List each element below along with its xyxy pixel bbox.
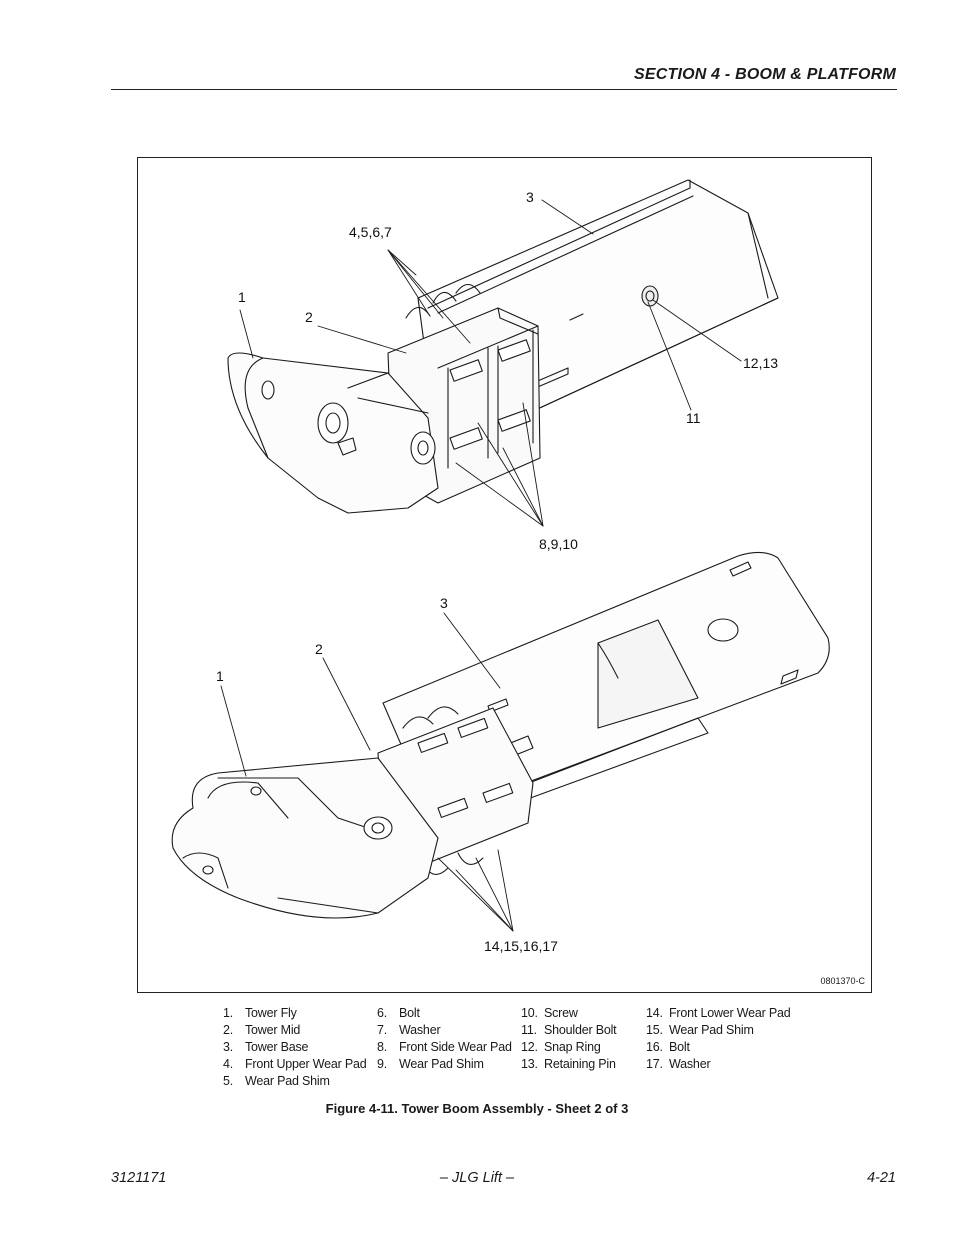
bottom-assembly-view xyxy=(171,551,830,932)
callout-lower-wear-pad: 14,15,16,17 xyxy=(484,938,558,954)
legend-item: 7.Washer xyxy=(377,1023,441,1037)
legend-item: 1.Tower Fly xyxy=(223,1006,297,1020)
section-title: SECTION 4 - BOOM & PLATFORM xyxy=(634,66,896,83)
callout-upper-wear-pad: 4,5,6,7 xyxy=(349,224,392,240)
callout-tower-fly-bottom: 1 xyxy=(216,668,224,684)
legend-item: 2.Tower Mid xyxy=(223,1023,301,1037)
boom-assembly-drawing xyxy=(171,179,830,932)
legend-item: 11.Shoulder Bolt xyxy=(521,1023,617,1037)
callout-side-wear-pad: 8,9,10 xyxy=(539,536,578,552)
legend-item: 16.Bolt xyxy=(646,1040,690,1054)
legend-item: 12.Snap Ring xyxy=(521,1040,601,1054)
legend-item: 17.Washer xyxy=(646,1057,711,1071)
footer-doc-number: 3121171 xyxy=(111,1170,167,1186)
callout-tower-mid-top: 2 xyxy=(305,309,313,325)
header-rule xyxy=(111,89,897,90)
figure-caption: Figure 4-11. Tower Boom Assembly - Sheet… xyxy=(325,1101,629,1116)
legend-item: 8.Front Side Wear Pad xyxy=(377,1040,512,1054)
legend-item: 6.Bolt xyxy=(377,1006,420,1020)
legend-item: 4.Front Upper Wear Pad xyxy=(223,1057,367,1071)
callout-snap-ring: 12,13 xyxy=(743,355,779,371)
callout-tower-mid-bottom: 2 xyxy=(315,641,323,657)
legend-item: 9.Wear Pad Shim xyxy=(377,1057,484,1071)
legend-item: 3.Tower Base xyxy=(223,1040,309,1054)
legend-item: 14.Front Lower Wear Pad xyxy=(646,1006,791,1020)
footer-brand: – JLG Lift – xyxy=(439,1170,515,1186)
legend-col-1: 1.Tower Fly 2.Tower Mid 3.Tower Base 4.F… xyxy=(223,1005,367,1090)
callout-tower-base-bottom: 3 xyxy=(440,595,448,611)
legend-item: 10.Screw xyxy=(521,1006,578,1020)
legend-col-2: 6.Bolt 7.Washer 8.Front Side Wear Pad 9.… xyxy=(377,1005,512,1073)
callout-tower-fly-top: 1 xyxy=(238,289,246,305)
figure-frame: 3 4,5,6,7 1 2 12,13 11 8,9,10 3 2 1 14,1… xyxy=(137,157,872,993)
legend-item: 15.Wear Pad Shim xyxy=(646,1023,754,1037)
callout-shoulder-bolt: 11 xyxy=(686,410,701,426)
footer-page-number: 4-21 xyxy=(866,1170,896,1186)
drawing-id: 0801370-C xyxy=(820,976,865,986)
legend-item: 13.Retaining Pin xyxy=(521,1057,616,1071)
legend-col-3: 10.Screw 11.Shoulder Bolt 12.Snap Ring 1… xyxy=(521,1005,617,1073)
top-assembly-view xyxy=(227,179,779,527)
legend-item: 5.Wear Pad Shim xyxy=(223,1074,330,1088)
callout-tower-base-top: 3 xyxy=(526,189,534,205)
legend-col-4: 14.Front Lower Wear Pad 15.Wear Pad Shim… xyxy=(646,1005,791,1073)
